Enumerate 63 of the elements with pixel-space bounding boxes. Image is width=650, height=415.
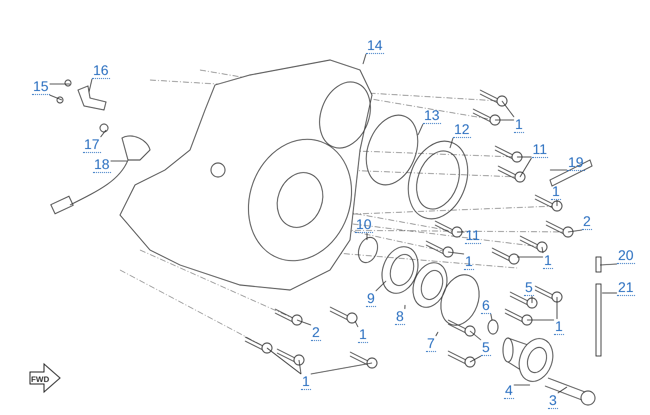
leader-line — [520, 158, 532, 178]
leader-line — [568, 230, 582, 232]
leader-line — [516, 256, 544, 258]
callout-number: 4 — [504, 383, 514, 399]
leader-line — [88, 78, 92, 92]
callout-number: 1 — [358, 327, 368, 343]
callout-number: 1 — [464, 254, 474, 270]
callout-number: 2 — [582, 214, 592, 230]
leader-line — [470, 330, 482, 340]
leader-line — [516, 156, 532, 158]
callout-number: 1 — [551, 184, 561, 200]
callout-number: 18 — [93, 157, 111, 173]
leader-line — [513, 384, 530, 386]
leader-line — [490, 314, 492, 320]
callout-number: 20 — [617, 248, 635, 264]
callout-number: 1 — [514, 117, 524, 133]
callout-number: 5 — [524, 280, 534, 296]
leader-line — [404, 304, 406, 310]
callout-number: 12 — [453, 122, 471, 138]
callout-number: 11 — [532, 142, 548, 158]
leader-line — [600, 264, 618, 266]
callout-number: 10 — [355, 217, 373, 233]
leader-line — [100, 130, 106, 138]
leader-line — [556, 296, 558, 320]
callout-number: 1 — [543, 253, 553, 269]
callout-number: 1 — [554, 319, 564, 335]
leader-line — [362, 54, 366, 64]
leader-line — [556, 200, 558, 206]
leader-line — [110, 160, 128, 162]
leader-line — [542, 246, 544, 254]
callout-number: 1 — [301, 374, 311, 390]
leader-line — [310, 362, 372, 374]
leader-line — [354, 320, 358, 328]
leader-line — [602, 292, 618, 294]
callout-number: 8 — [395, 309, 405, 325]
leader-line — [502, 100, 514, 118]
callout-number: 15 — [32, 79, 50, 95]
callout-number: 5 — [481, 340, 491, 356]
leader-line — [448, 252, 464, 254]
callout-number: 7 — [426, 336, 436, 352]
callout-number: 2 — [311, 325, 321, 341]
leader-line — [470, 356, 482, 362]
leader-line — [296, 320, 312, 326]
leader-line — [49, 94, 62, 100]
leader-line — [266, 348, 302, 374]
callout-number: 3 — [548, 393, 558, 409]
callout-number: 17 — [83, 137, 101, 153]
leader-line — [450, 138, 454, 148]
leader-line — [557, 386, 568, 394]
callout-number: 11 — [464, 228, 482, 244]
leader-line — [418, 124, 424, 136]
callout-number: 13 — [423, 108, 441, 124]
callout-number: 21 — [617, 280, 635, 296]
callout-number: 14 — [366, 38, 384, 54]
leader-line — [375, 280, 386, 292]
callout-number: 6 — [481, 298, 491, 314]
callout-number: 19 — [567, 155, 585, 171]
callout-number: 9 — [366, 291, 376, 307]
direction-label: FWD — [31, 375, 50, 384]
leader-line — [366, 232, 368, 240]
callout-number: 16 — [92, 63, 110, 79]
leader-line — [435, 332, 438, 336]
leader-line — [298, 360, 302, 374]
